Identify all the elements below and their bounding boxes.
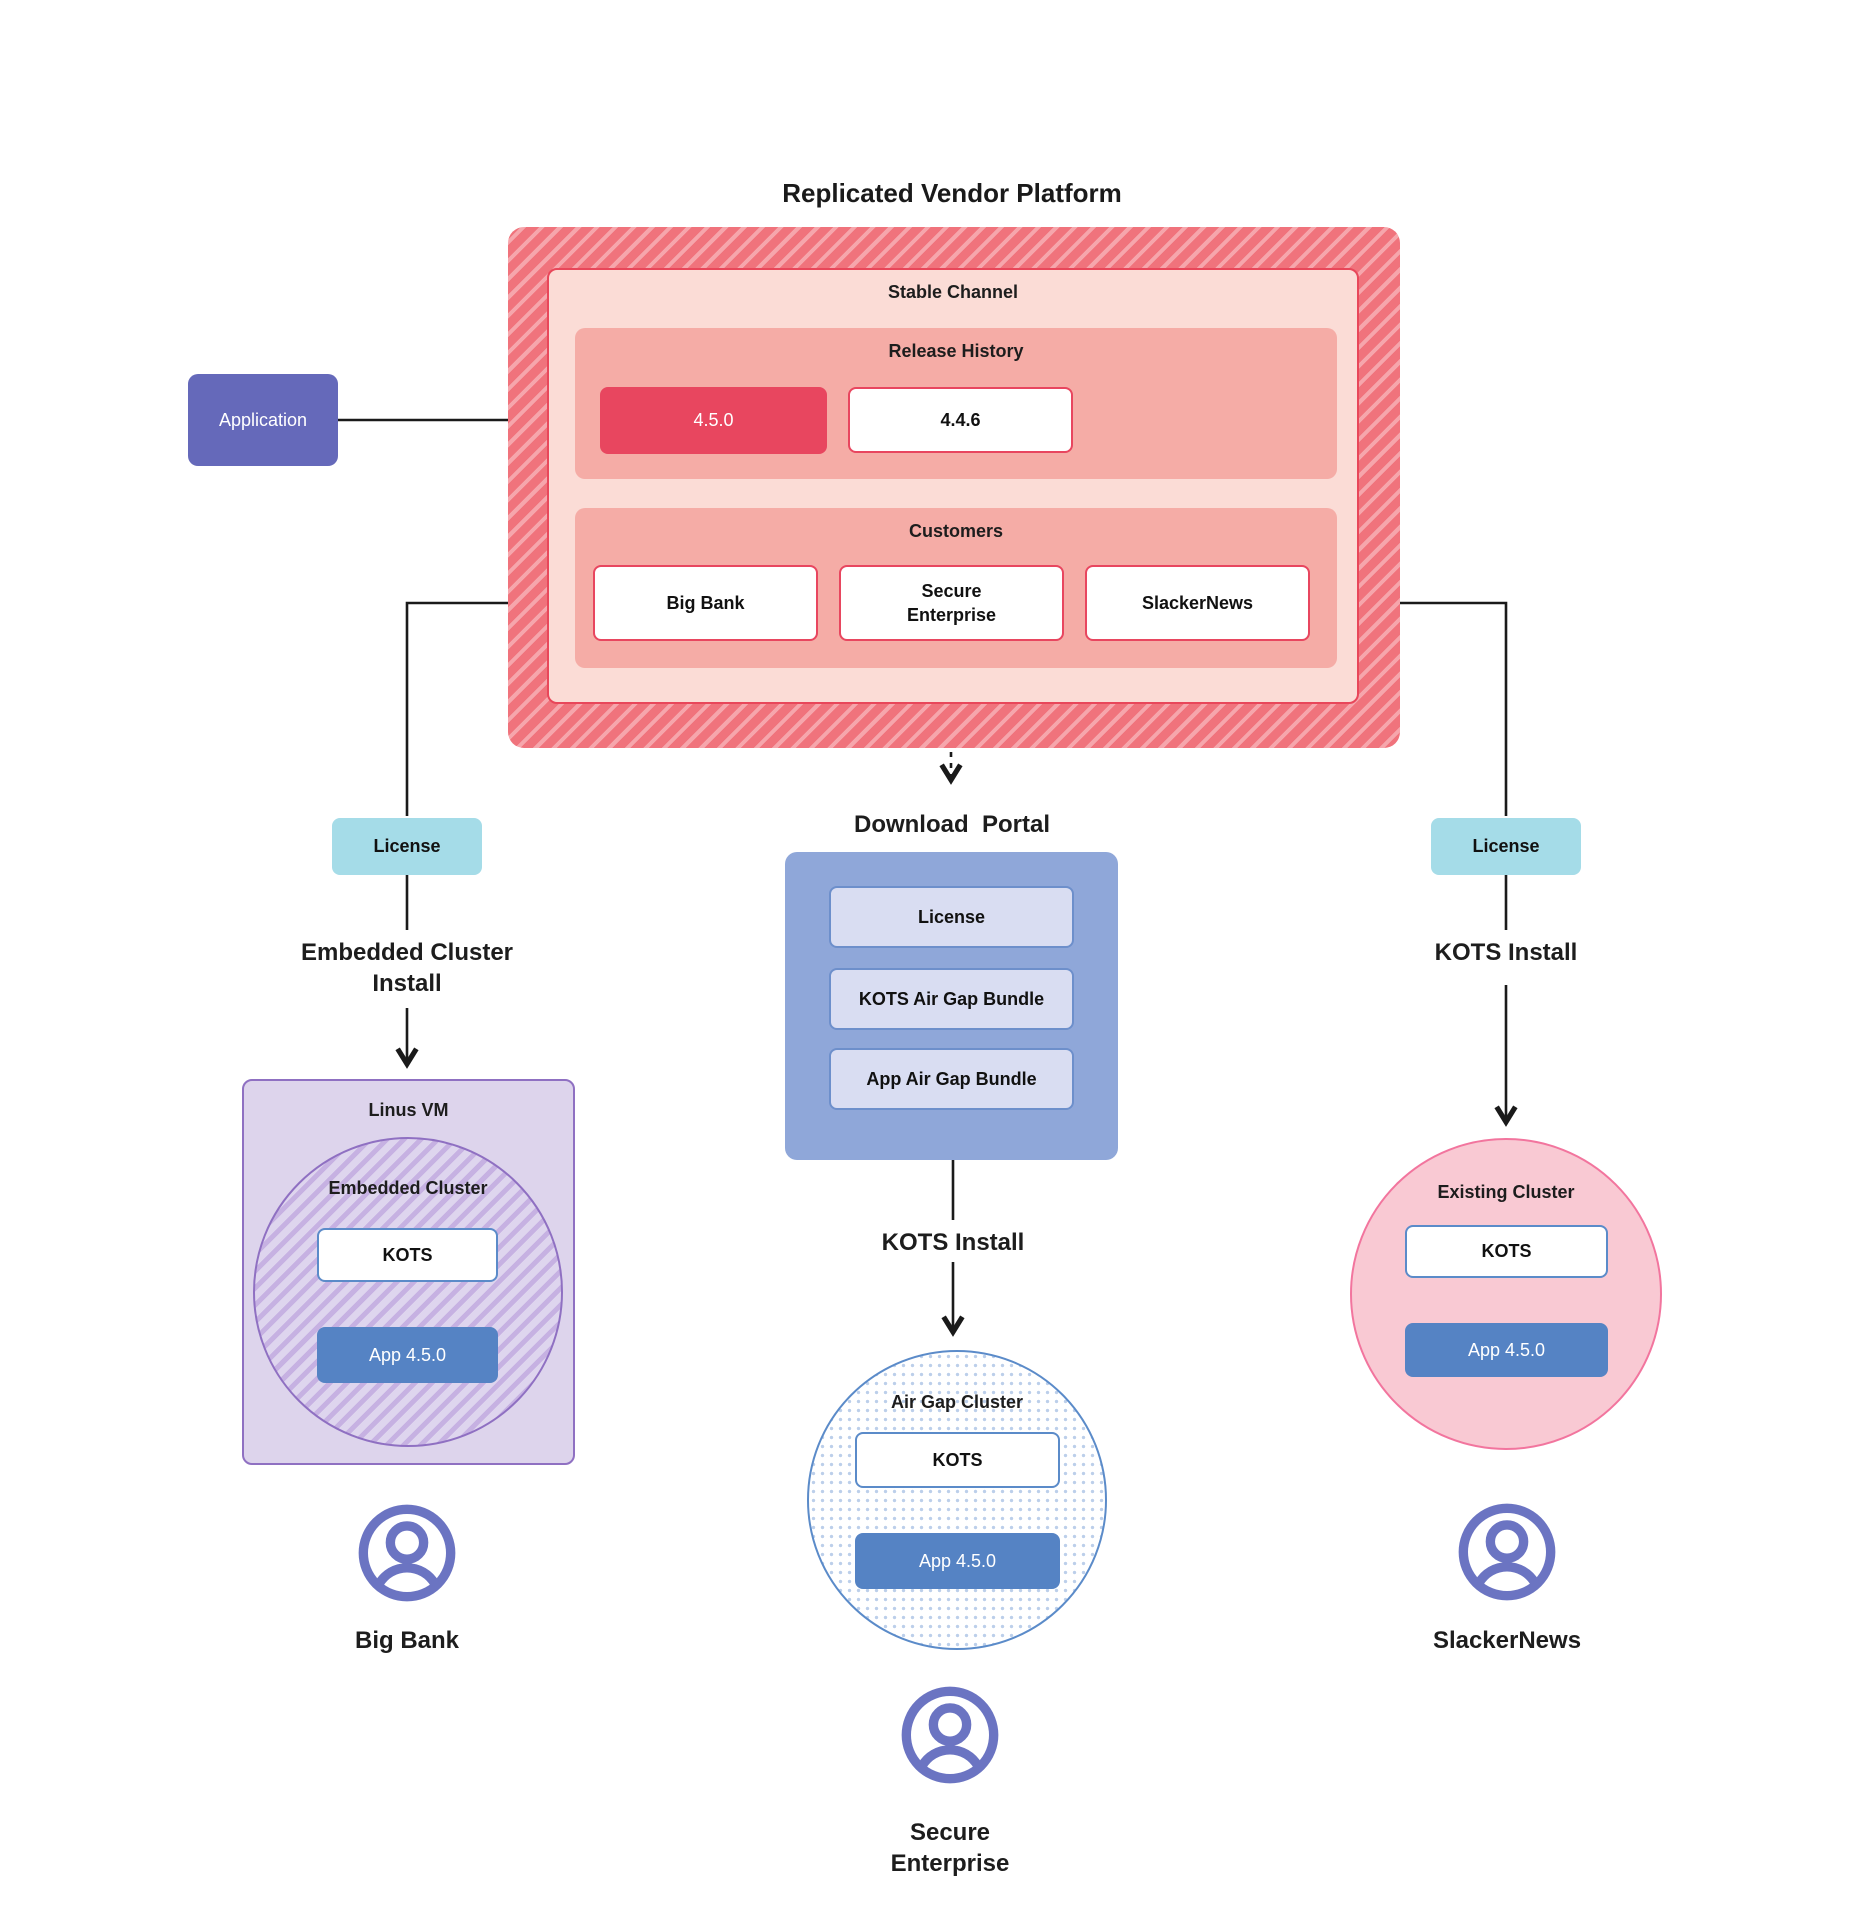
portal-item-license: License [829, 886, 1074, 948]
customers-label: Customers [908, 521, 1004, 541]
secure-enterprise-user-line2: Enterprise [890, 1849, 1010, 1877]
embedded-cluster-install-line2: Install [372, 969, 442, 997]
download-portal-label: Download Portal [853, 811, 1050, 838]
embedded-cluster-install-line1: Embedded Cluster [300, 939, 514, 966]
embedded-cluster-circle-label: Embedded Cluster [328, 1178, 488, 1198]
release-version-current: 4.5.0 [600, 387, 827, 454]
customer-slackernews: SlackerNews [1085, 565, 1310, 641]
secure-enterprise-user-line1: Secure [909, 1819, 991, 1846]
page-title: Replicated Vendor Platform [782, 178, 1122, 208]
secure-enterprise-user-label: Secure Enterprise [800, 1818, 1100, 1879]
stable-channel-label: Stable Channel [887, 282, 1019, 302]
linus-vm-label: Linus VM [368, 1100, 449, 1120]
user-icon-slackernews [1458, 1503, 1556, 1601]
app-node-right: App 4.5.0 [1405, 1323, 1608, 1377]
app-node-center: App 4.5.0 [855, 1533, 1060, 1589]
customer-secure-enterprise-label: Secure Enterprise [906, 580, 997, 625]
big-bank-user-label: Big Bank [354, 1627, 459, 1654]
customer-big-bank: Big Bank [593, 565, 818, 641]
user-icon-secure-enterprise [901, 1686, 999, 1784]
application-node: Application [188, 374, 338, 466]
kots-node-center: KOTS [855, 1432, 1060, 1488]
existing-cluster-label: Existing Cluster [1437, 1182, 1575, 1202]
air-gap-cluster-circle [807, 1350, 1107, 1650]
release-version-previous: 4.4.6 [848, 387, 1073, 453]
user-icon-big-bank [358, 1504, 456, 1602]
customer-secure-enterprise: Secure Enterprise [839, 565, 1064, 641]
embedded-cluster-install-label: Embedded Cluster Install [257, 938, 557, 999]
kots-install-label-center: KOTS Install [881, 1229, 1025, 1256]
kots-node-left: KOTS [317, 1228, 498, 1282]
portal-item-app-airgap-bundle: App Air Gap Bundle [829, 1048, 1074, 1110]
license-node-left: License [332, 818, 482, 875]
portal-item-kots-airgap-bundle: KOTS Air Gap Bundle [829, 968, 1074, 1030]
license-node-right: License [1431, 818, 1581, 875]
kots-node-right: KOTS [1405, 1225, 1608, 1278]
release-history-label: Release History [888, 341, 1024, 361]
kots-install-label-right: KOTS Install [1434, 939, 1578, 966]
slackernews-user-label: SlackerNews [1432, 1627, 1582, 1654]
app-node-left: App 4.5.0 [317, 1327, 498, 1383]
embedded-cluster-circle [253, 1137, 563, 1447]
existing-cluster-circle [1350, 1138, 1662, 1450]
air-gap-cluster-label: Air Gap Cluster [890, 1392, 1024, 1412]
